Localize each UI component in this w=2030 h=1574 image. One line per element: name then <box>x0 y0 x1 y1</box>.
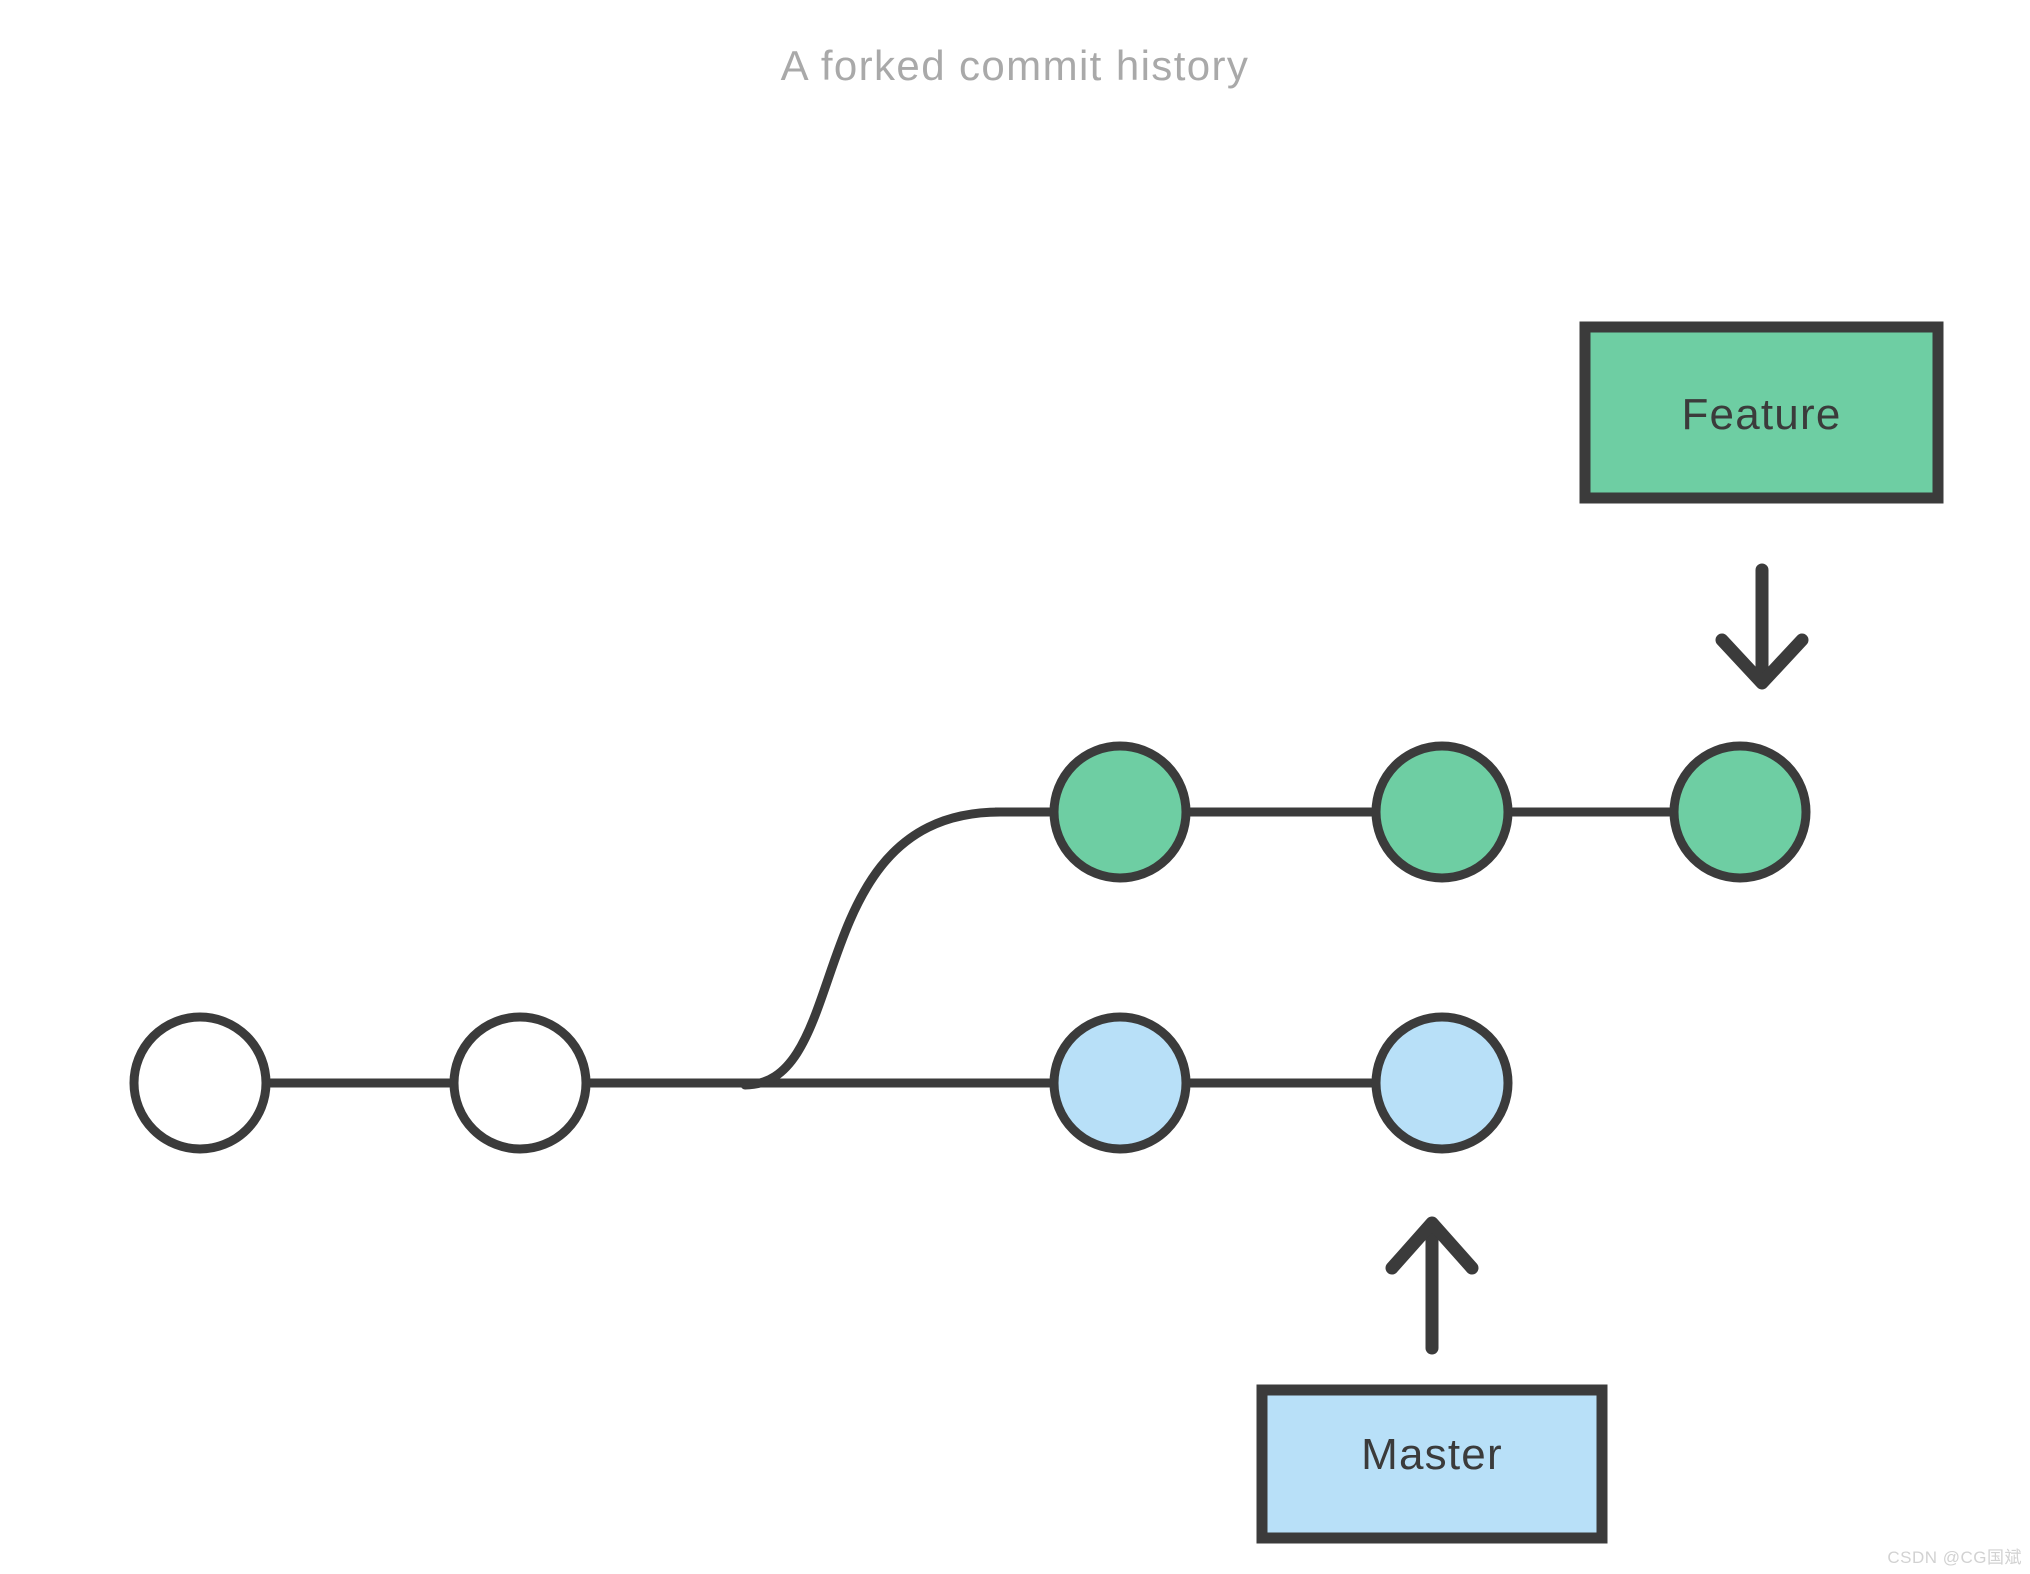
commit-node-feature-2[interactable] <box>1371 741 1513 883</box>
commit-node-feature-1[interactable] <box>1049 741 1191 883</box>
page-title: A forked commit history <box>780 42 1250 89</box>
commit-node-master-1[interactable] <box>1049 1012 1191 1154</box>
master-arrow-head <box>1385 1216 1479 1275</box>
master-arrow-icon <box>1385 1216 1479 1355</box>
feature-box-label: Feature <box>1681 390 1842 439</box>
feature-arrow-head <box>1715 633 1809 690</box>
base-commit-nodes <box>129 1012 591 1154</box>
commit-node-master-2[interactable] <box>1371 1012 1513 1154</box>
feature-arrow-icon <box>1715 563 1809 690</box>
master-box-label: Master <box>1361 1430 1503 1479</box>
feature-commit-nodes <box>1049 741 1811 883</box>
commit-node-base-1[interactable] <box>129 1012 271 1154</box>
commit-node-base-2[interactable] <box>449 1012 591 1154</box>
feature-label-box[interactable] <box>1579 321 1944 504</box>
master-label-box[interactable] <box>1256 1384 1608 1544</box>
fork-curve <box>740 807 1005 1090</box>
commit-node-feature-3[interactable] <box>1669 741 1811 883</box>
watermark: CSDN @CG国斌 <box>1887 1548 2022 1567</box>
master-commit-nodes <box>1049 1012 1513 1154</box>
